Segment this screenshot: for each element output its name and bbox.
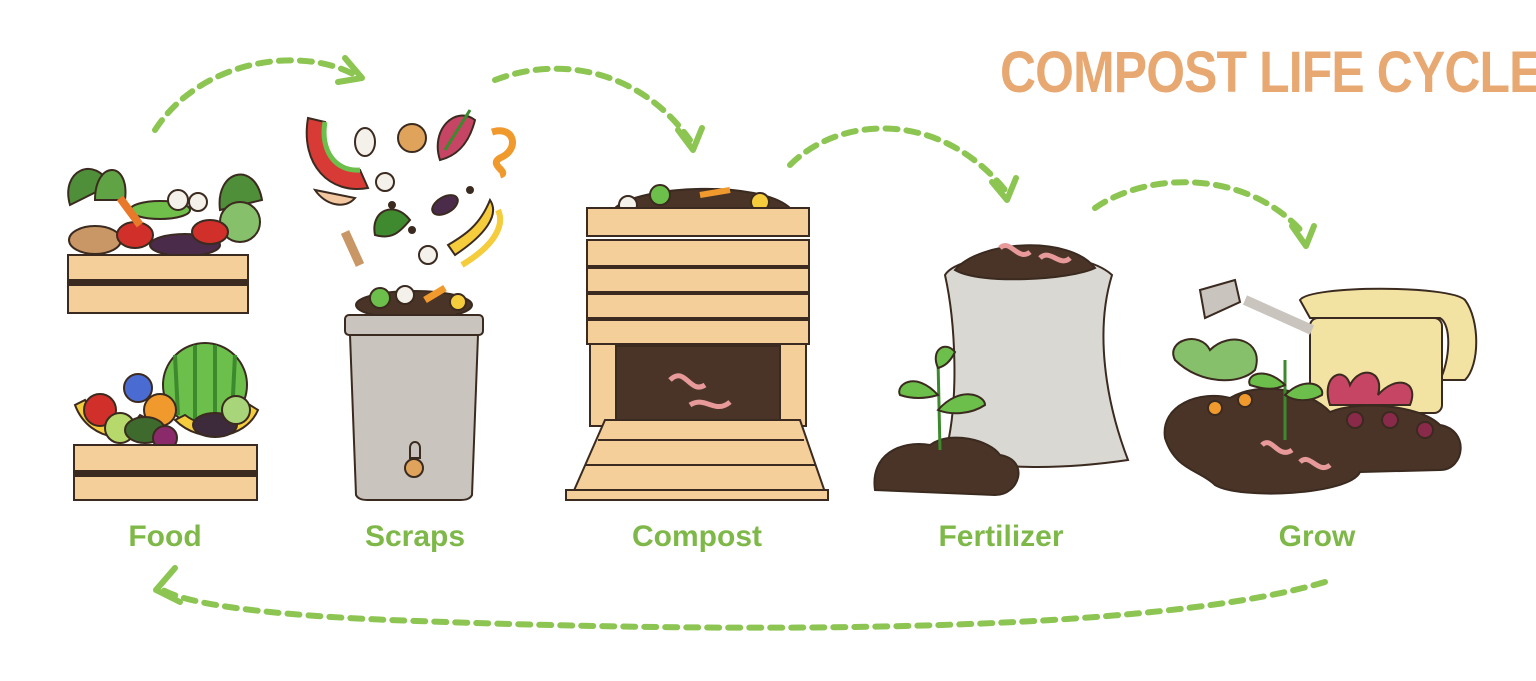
- stage-label-food: Food: [128, 520, 202, 553]
- arrow-grow-to-food: [160, 579, 1328, 631]
- arrow-scraps-to-compost: [492, 65, 693, 143]
- stage-label-compost: Compost: [632, 520, 762, 553]
- scraps-bin: [344, 284, 484, 501]
- cycle-arrows: [152, 57, 1328, 631]
- arrow-heads: [153, 55, 1317, 605]
- stage-label-grow: Grow: [1278, 520, 1356, 553]
- arrowhead-icon: [675, 125, 705, 153]
- compost-box: [565, 184, 829, 501]
- fertilizer-sack: [873, 243, 1130, 497]
- page-title: COMPOST LIFE CYCLE: [1000, 40, 1536, 105]
- arrowhead-icon: [1289, 223, 1317, 249]
- arrowhead-icon: [989, 175, 1019, 203]
- arrow-fertilizer-to-grow: [1092, 179, 1308, 238]
- food-crate-vegetables: [67, 167, 264, 314]
- stage-label-fertilizer: Fertilizer: [938, 520, 1064, 553]
- arrowhead-icon: [153, 565, 183, 605]
- arrow-food-to-scraps: [152, 57, 358, 133]
- arrowhead-icon: [335, 55, 365, 85]
- grow-garden: [1163, 278, 1478, 495]
- flying-scraps: [305, 109, 516, 268]
- stage-label-scraps: Scraps: [364, 520, 466, 553]
- food-crate-fruits: [73, 342, 260, 501]
- arrow-compost-to-fertilizer: [787, 125, 1008, 193]
